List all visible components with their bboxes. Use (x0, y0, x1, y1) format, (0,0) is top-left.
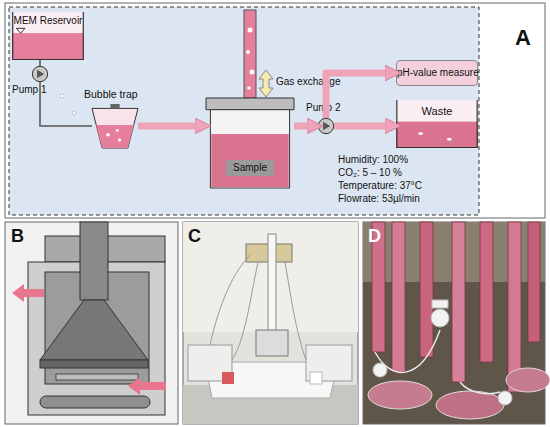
panel-letter: B (11, 226, 24, 247)
pink-tube (420, 222, 433, 357)
sample-label: Sample (226, 160, 274, 176)
pump-circle (318, 118, 333, 133)
center-tube (80, 222, 108, 300)
trap-shape (92, 104, 138, 148)
pump: Pump 2 (318, 118, 334, 134)
inlet-arrow (128, 377, 166, 395)
funnel-cone (40, 300, 148, 360)
culture-dish (368, 381, 432, 409)
panel-letter: D (368, 226, 381, 247)
pink-tube (392, 222, 405, 372)
waste-container: Waste (396, 100, 478, 148)
bubble (447, 138, 452, 141)
measure-label: pH-value measure (397, 67, 477, 79)
cone-base (40, 360, 148, 368)
pump-circle (32, 66, 47, 81)
bubble-trap: Bubble trap (92, 104, 138, 148)
cap (498, 391, 512, 405)
panel-letter: A (515, 25, 531, 50)
bubble (72, 111, 76, 115)
gas-exchange-label: Gas exchange (276, 76, 341, 88)
trap-label: Bubble trap (84, 88, 138, 100)
panel-d-frame (363, 222, 545, 424)
bubble (106, 133, 110, 137)
condition-label: Temperature: 37°C (338, 180, 422, 192)
gas-exchange-arrow (259, 70, 273, 97)
vessel-liquid (211, 134, 288, 187)
panel-c-frame (183, 222, 358, 424)
reservoir-outline (13, 12, 84, 60)
waste-liquid (396, 122, 478, 148)
pump-shape (32, 66, 48, 82)
waste-air (396, 100, 478, 122)
pink-tube (480, 222, 493, 362)
panel: B (5, 222, 178, 424)
flow-arrow (334, 122, 388, 129)
panel: A MEM ReservoirPump 1 Bubble trapSample Pum… (5, 3, 545, 218)
waste-outline (397, 100, 477, 148)
pink-tube (452, 222, 465, 382)
bubble (248, 28, 253, 33)
culture-dish (506, 368, 550, 392)
riser-tube (244, 10, 256, 98)
vessel-lid (206, 98, 294, 110)
panel-letter: C (188, 226, 201, 247)
pump-label: Pump 1 (12, 84, 46, 96)
flow-arrow (326, 73, 388, 118)
reservoir-air (12, 12, 84, 33)
flow-arrow (294, 122, 310, 129)
bubble (116, 129, 119, 132)
bubble (60, 94, 64, 98)
pump-shape (318, 118, 334, 134)
condition-label: Flowrate: 53µl/min (338, 193, 420, 205)
tubing (210, 255, 306, 360)
culture-vessel: Sample (206, 98, 294, 188)
stir-bar (56, 374, 138, 380)
level-mark (16, 28, 25, 33)
vessel-wall (210, 110, 289, 188)
tubing-connector (40, 82, 92, 126)
condition-label: CO₂: 5 – 10 % (338, 167, 402, 179)
bubble (250, 70, 255, 75)
pump-label: Pump 2 (306, 102, 340, 114)
trap-body (92, 108, 138, 148)
pump-triangle (323, 122, 330, 130)
bubble (246, 50, 250, 54)
panel-b-frame (5, 222, 178, 424)
culture-dish (436, 391, 504, 419)
bottle-cap (222, 372, 234, 384)
pink-tube (528, 222, 540, 342)
panel: D (363, 222, 545, 424)
bottom-channel (40, 396, 150, 408)
tubing-connector (39, 60, 41, 66)
valve-handle (432, 300, 448, 308)
pump-triangle (37, 70, 44, 78)
incubator-region (9, 7, 479, 215)
panel: C (183, 222, 358, 424)
reservoir: MEM Reservoir (12, 12, 84, 60)
tubing (375, 330, 500, 394)
reactor-vessel (256, 330, 288, 356)
trap-cap (110, 104, 119, 108)
bubble (418, 132, 423, 135)
pink-tube (508, 222, 521, 392)
bottle (310, 372, 322, 384)
reservoir-liquid (12, 33, 84, 60)
valve (431, 309, 449, 327)
reservoir-label: MEM Reservoir (12, 15, 84, 27)
pump: Pump 1 (32, 66, 48, 82)
trap-liquid (96, 125, 134, 148)
bubble (247, 86, 251, 90)
waste-label: Waste (396, 105, 478, 118)
flow-arrow (138, 122, 198, 129)
bubble (118, 139, 121, 142)
outlet-arrow (12, 284, 44, 302)
condition-label: Humidity: 100% (338, 154, 408, 166)
panel-a-frame (5, 3, 545, 218)
measure-box: pH-value measure (396, 60, 478, 86)
